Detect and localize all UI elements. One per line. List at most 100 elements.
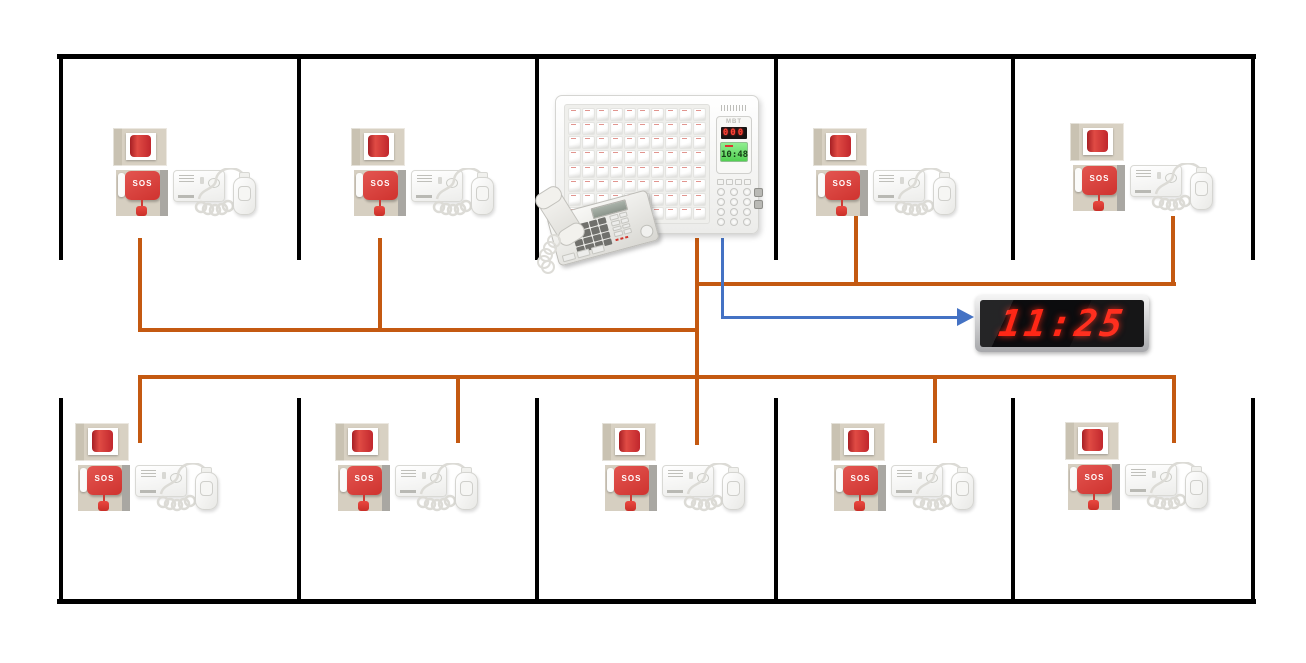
sos-pull-station: SOS — [338, 465, 390, 511]
panel-label-strip — [400, 490, 416, 493]
sos-button: SOS — [347, 466, 382, 495]
console-keypad — [717, 188, 751, 226]
call-indicator-cell — [665, 122, 679, 136]
keypad-button — [717, 188, 726, 196]
line-connector — [754, 188, 763, 197]
call-wire-drop-bottom5 — [1172, 375, 1176, 443]
call-indicator-cell — [693, 164, 706, 178]
handheld-call-pendant — [948, 467, 975, 510]
panel-toggle — [918, 472, 922, 479]
handheld-call-pendant — [468, 172, 495, 215]
pendant-cord — [432, 168, 482, 217]
corridor-lamp — [113, 128, 167, 166]
call-indicator-cell — [568, 150, 581, 164]
keypad-button — [729, 218, 738, 226]
panel-toggle — [1152, 471, 1156, 478]
pendant-button — [956, 481, 969, 496]
room-device-cluster: SOS — [1065, 422, 1210, 512]
call-indicator-cell — [568, 164, 581, 178]
sos-pull-station: SOS — [605, 465, 657, 511]
console-control-section: MBT 000 10:48 — [714, 101, 754, 228]
call-wire-bus-bottom — [138, 375, 1176, 379]
call-indicator-cell — [693, 206, 706, 220]
call-indicator-cell — [609, 122, 623, 136]
keypad-button — [742, 208, 751, 216]
lamp-bulb — [130, 135, 151, 157]
call-indicator-cell — [609, 108, 623, 122]
handheld-call-pendant — [1187, 167, 1214, 210]
room-divider — [297, 54, 301, 260]
sos-mount-tab — [818, 173, 825, 197]
pendant-button — [238, 186, 251, 201]
call-indicator-cell — [665, 192, 679, 206]
sos-pull-cord — [1098, 195, 1100, 202]
sos-button: SOS — [825, 171, 860, 200]
call-indicator-cell — [623, 150, 637, 164]
room-divider — [59, 398, 63, 604]
speaker-slots-icon — [141, 470, 156, 479]
corridor-lamp — [1070, 123, 1124, 161]
keypad-button — [729, 208, 738, 216]
sos-pull-handle — [98, 501, 109, 511]
pendant-button — [460, 481, 473, 496]
call-indicator-cell — [665, 108, 679, 122]
clock-wire-horizontal — [721, 316, 959, 319]
sos-mount-tab — [607, 468, 614, 492]
call-indicator-cell — [693, 108, 706, 122]
pendant-cord — [194, 168, 244, 217]
led-wall-clock: 11:25 — [975, 295, 1149, 352]
call-indicator-cell — [623, 122, 637, 136]
call-indicator-cell — [651, 108, 665, 122]
sos-pull-handle — [625, 501, 636, 511]
sos-mount-tab — [80, 468, 87, 492]
sos-pull-station: SOS — [1073, 165, 1125, 211]
sos-pull-cord — [630, 495, 632, 502]
sos-pull-station: SOS — [354, 170, 406, 216]
sos-pull-station: SOS — [816, 170, 868, 216]
call-wire-drop-top5 — [1171, 216, 1175, 286]
room-divider — [774, 54, 778, 260]
phone-function-keys — [609, 211, 633, 238]
room-divider — [535, 54, 539, 260]
speaker-slots-icon — [401, 470, 416, 479]
corridor-lamp — [813, 128, 867, 166]
sos-mount-tab — [356, 173, 363, 197]
room-device-cluster: SOS — [1070, 123, 1215, 213]
desk-telephone — [533, 184, 667, 274]
sos-label: SOS — [1089, 174, 1110, 183]
lamp-bulb — [848, 430, 869, 452]
call-indicator-cell — [568, 178, 581, 192]
speaker-slots-icon — [879, 175, 894, 184]
room-device-cluster: SOS — [602, 423, 747, 513]
sos-pull-station: SOS — [78, 465, 130, 511]
call-indicator-cell — [568, 192, 581, 206]
speaker-slots-icon — [1131, 469, 1146, 478]
room-divider — [774, 398, 778, 604]
lamp-bulb — [368, 135, 389, 157]
sos-pull-handle — [136, 206, 147, 216]
sos-pull-station: SOS — [1068, 464, 1120, 510]
sos-pull-handle — [1088, 500, 1099, 510]
sos-mount-tab — [836, 468, 843, 492]
pendant-button — [1190, 480, 1203, 495]
pendant-button — [1195, 181, 1208, 196]
call-wire-bus-right — [695, 282, 1176, 286]
call-indicator-cell — [623, 108, 637, 122]
sos-pull-cord — [859, 495, 861, 502]
line-connector — [754, 200, 763, 209]
room-divider — [297, 398, 301, 604]
call-wire-drop-top2 — [378, 238, 382, 332]
sos-button: SOS — [614, 466, 649, 495]
room-device-cluster: SOS — [113, 128, 258, 218]
sos-label: SOS — [94, 474, 115, 483]
sos-mount-tab — [340, 468, 347, 492]
sos-button: SOS — [363, 171, 398, 200]
pendant-cord — [1151, 163, 1201, 212]
sos-pull-cord — [841, 200, 843, 207]
clock-wire-vertical — [721, 238, 724, 319]
call-indicator-cell — [637, 108, 651, 122]
handheld-call-pendant — [719, 467, 746, 510]
sos-button: SOS — [125, 171, 160, 200]
phone-speaker-button — [638, 223, 655, 240]
call-indicator-cell — [679, 178, 693, 192]
